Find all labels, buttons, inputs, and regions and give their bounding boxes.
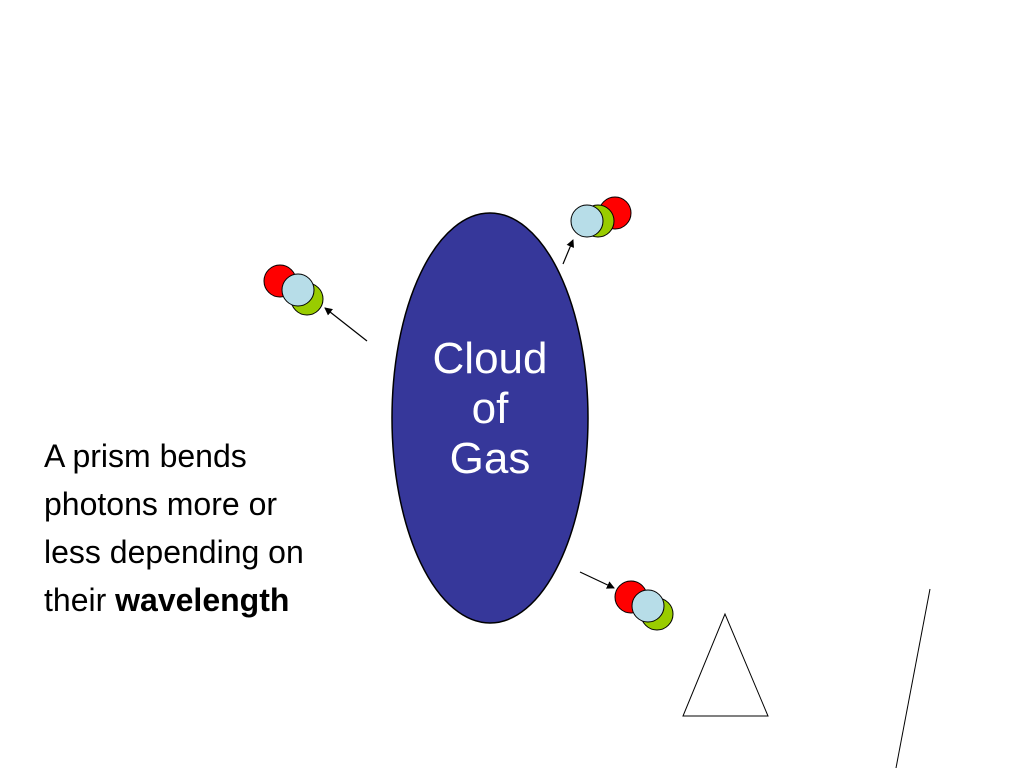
cloud-label-line-3: Gas: [449, 434, 531, 483]
cloud-label: Cloud of Gas: [400, 334, 580, 484]
caption-emphasis: wavelength: [115, 582, 290, 618]
caption: A prism bends photons more or less depen…: [44, 432, 314, 624]
photon-group-upper-left: [263, 264, 324, 316]
caption-text: A prism bends photons more or less depen…: [44, 438, 304, 618]
cloud-label-line-1: Cloud: [432, 334, 548, 383]
arrow-upper-right: [562, 239, 574, 265]
light-blue-photon: [631, 589, 665, 623]
prism: [682, 612, 769, 717]
light-blue-photon: [570, 204, 604, 238]
photon-group-upper-right: [570, 196, 632, 238]
arrow-upper-left: [324, 307, 368, 342]
light-blue-photon: [281, 273, 315, 307]
gas-cloud: [391, 212, 589, 624]
cloud-label-line-2: of: [471, 384, 509, 433]
photon-group-lower-right: [614, 580, 674, 631]
screen-line: [895, 588, 931, 768]
arrow-lower-right: [579, 571, 615, 589]
